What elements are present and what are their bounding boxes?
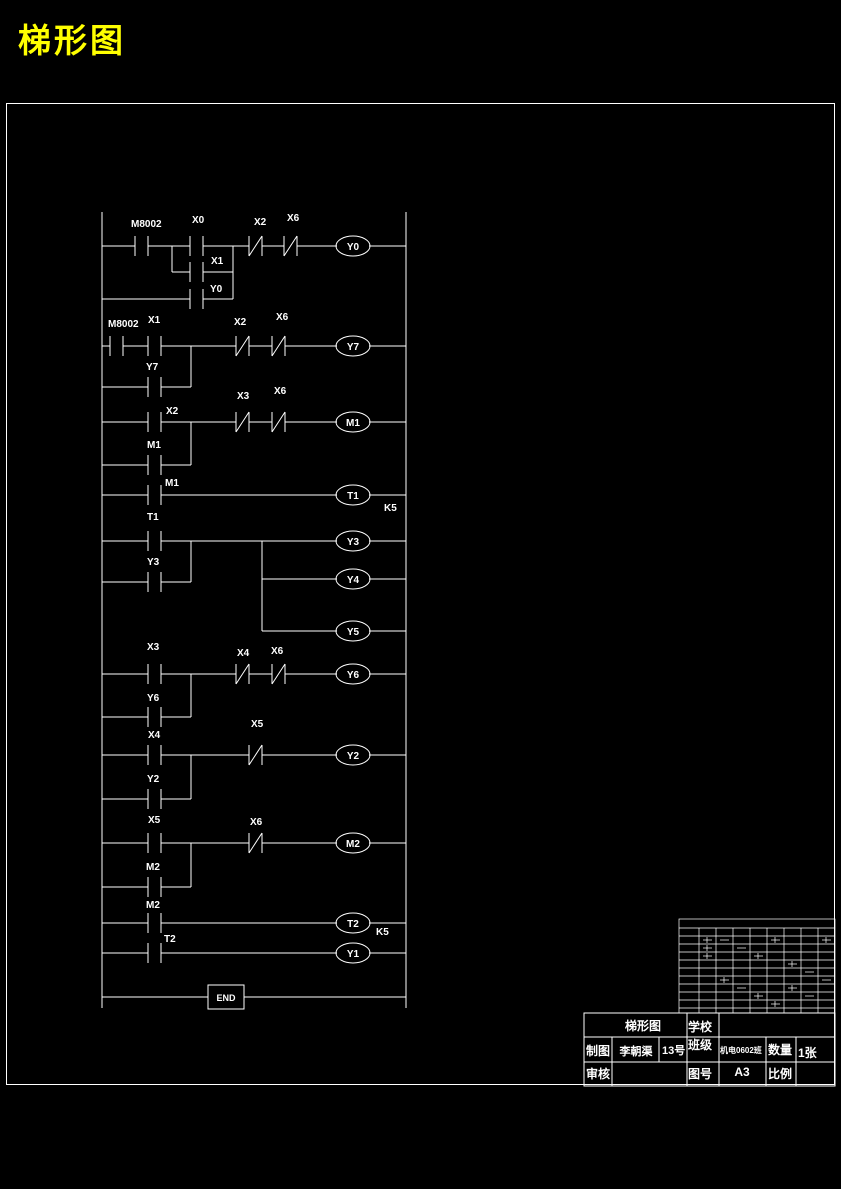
tb-quantity-value: 1张 [798,1045,818,1060]
contact-label: T1 [147,512,159,523]
tb-drawn-by: 李朝渠 [619,1044,654,1058]
contact-label: Y0 [210,284,223,295]
page-title: 梯形图 [18,21,126,60]
contact-label: Y2 [147,774,160,785]
coil-label: Y5 [347,627,360,638]
coil-label: Y2 [347,751,360,762]
coil-label: Y4 [347,575,360,586]
contact-label: M2 [146,862,160,873]
contact-label: M8002 [131,219,162,230]
contact-label: X2 [166,406,179,417]
coil-label: T2 [347,919,359,930]
timer-constant: K5 [384,503,397,514]
coil-label: Y1 [347,949,360,960]
contact-label: M1 [165,478,179,489]
contact-label: X2 [234,317,247,328]
contact-label: M2 [146,900,160,911]
tb-review-label: 审核 [586,1066,610,1081]
coil-label: M2 [346,839,360,850]
contact-label: M1 [147,440,161,451]
coil-label: Y7 [347,342,360,353]
contact-label: Y6 [147,693,160,704]
contact-label: Y7 [146,362,159,373]
contact-label: X3 [237,391,250,402]
tb-drawing-no-label: 图号 [688,1066,712,1081]
end-label: END [216,993,236,1003]
tb-number: 13号 [662,1044,685,1057]
contact-label: X0 [192,215,205,226]
contact-label: X5 [251,719,264,730]
coil-label: T1 [347,491,359,502]
contact-label: X4 [148,730,161,741]
element-action-table [678,918,836,1014]
tb-class-value: 机电0602班 [720,1045,762,1055]
contact-label: X1 [211,256,224,267]
contact-label: X4 [237,648,250,659]
timer-constant: K5 [376,927,389,938]
contact-label: X6 [276,312,289,323]
contact-label: X5 [148,815,161,826]
coil-label: M1 [346,418,360,429]
tb-drawing-name: 梯形图 [625,1018,661,1033]
contact-label: M8002 [108,319,139,330]
tb-scale-label: 比例 [768,1066,792,1081]
contact-label: X6 [287,213,300,224]
contact-label: T2 [164,934,176,945]
drawing-frame [6,103,835,1085]
coil-label: Y3 [347,537,360,548]
contact-label: X6 [250,817,263,828]
contact-label: X6 [271,646,284,657]
contact-label: Y3 [147,557,160,568]
tb-school-label: 学校 [688,1019,713,1034]
contact-label: X6 [274,386,287,397]
coil-label: Y0 [347,242,360,253]
contact-label: X1 [148,315,161,326]
tb-quantity-label: 数量 [768,1042,792,1057]
tb-class-label: 班级 [688,1037,712,1052]
title-block [583,1012,836,1087]
tb-drawing-no-value: A3 [734,1065,750,1079]
contact-label: X3 [147,642,160,653]
contact-label: X2 [254,217,267,228]
tb-drawn-label: 制图 [586,1043,610,1058]
coil-label: Y6 [347,670,360,681]
